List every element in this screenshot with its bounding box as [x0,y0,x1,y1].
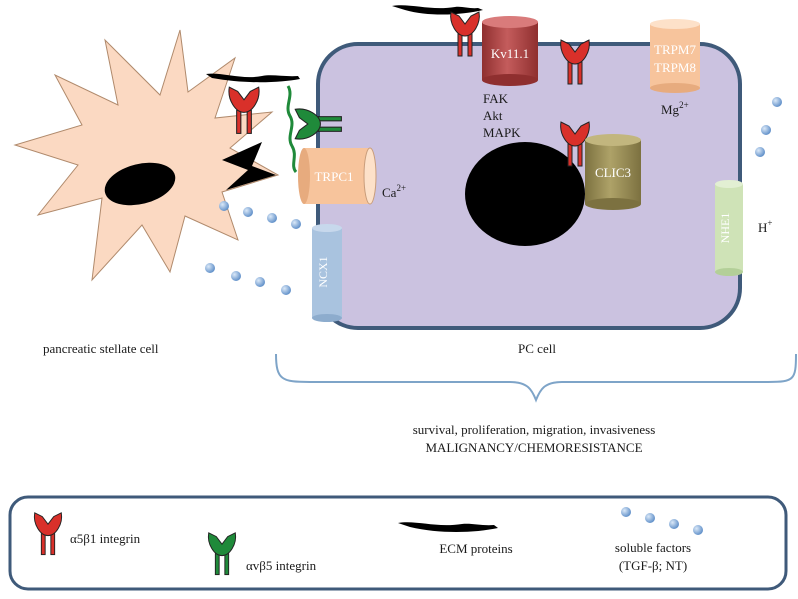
stellate-cell [13,29,280,282]
trpc1-channel: TRPC1 [298,147,377,205]
green-fiber [286,85,298,173]
nhe1-channel: NHE1 [715,180,743,276]
trpm7-label: TRPM7 [654,42,696,57]
nhe1-label: NHE1 [718,213,732,244]
signal-mapk: MAPK [483,125,521,140]
outcome-line1: survival, proliferation, migration, inva… [413,422,656,437]
trpm8-label: TRPM8 [654,60,696,75]
h-ion-label: H+ [758,218,772,235]
legend-ecm-label: ECM proteins [439,541,512,556]
legend-ecm-icon [398,522,498,532]
soluble-factor-dots [205,97,782,295]
clic3-label: CLIC3 [595,165,631,180]
trpm-channel: TRPM7 TRPM8 [650,19,700,93]
stellate-cell-label: pancreatic stellate cell [43,341,159,356]
legend-soluble-line2: (TGF-β; NT) [619,558,687,573]
legend-a5b1-label: α5β1 integrin [70,531,141,546]
ncx1-channel: NCX1 [312,224,342,322]
kv11-label: Kv11.1 [491,46,529,61]
legend-soluble-line1: soluble factors [615,540,691,555]
legend-avb5-label: αvβ5 integrin [246,558,317,573]
stellate-nucleus [104,162,176,206]
legend-soluble-dots [621,507,703,535]
lightning-icon [222,142,276,190]
ncx1-label: NCX1 [316,256,330,287]
signal-akt: Akt [483,108,503,123]
trpc1-label: TRPC1 [314,169,353,184]
pc-nucleus [465,142,585,246]
clic3-channel: CLIC3 [585,134,641,210]
pc-cell-label: PC cell [518,341,556,356]
mg-ion-label: Mg2+ [661,100,689,117]
signal-fak: FAK [483,91,509,106]
legend-box [8,495,788,591]
outcome-line2: MALIGNANCY/CHEMORESISTANCE [425,440,642,455]
ca-ion-label: Ca2+ [382,183,406,200]
kv11-channel: Kv11.1 [482,16,538,86]
ecm-protein-left [206,73,300,83]
outcome-brace [275,353,797,403]
ecm-protein-top [392,5,483,15]
